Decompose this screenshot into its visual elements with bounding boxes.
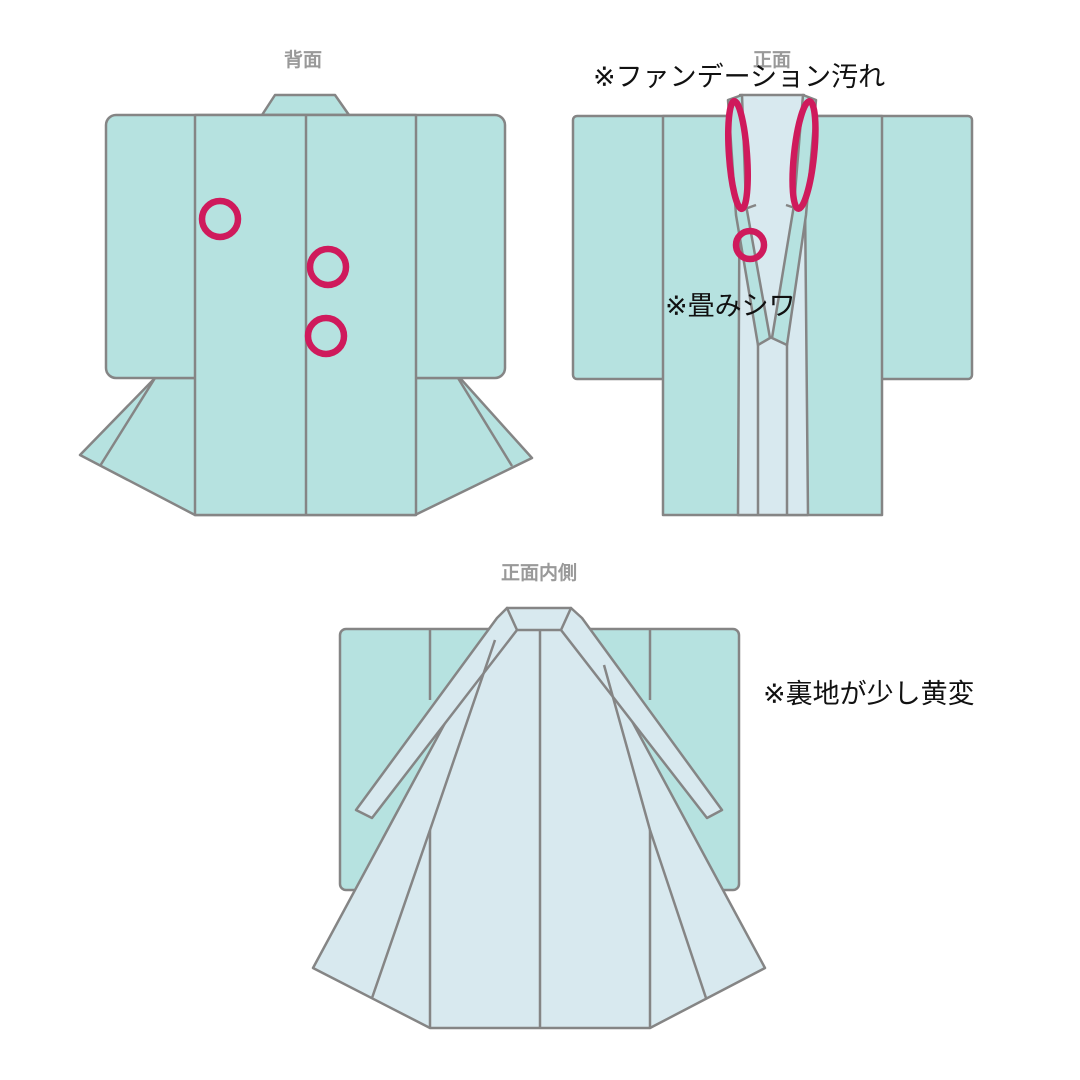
back-stain-marker-1 xyxy=(198,197,242,241)
back-view: 背面 xyxy=(78,48,534,517)
front-wrinkle-marker xyxy=(732,227,768,263)
note-lining-yellowing: ※裏地が少し黄変 xyxy=(763,679,975,710)
back-skirt-seam-left xyxy=(98,377,157,467)
inside-collar-right xyxy=(559,606,724,820)
front-collar-left xyxy=(726,93,772,347)
front-view-title: 正面 xyxy=(753,49,791,71)
back-skirt-seam-right xyxy=(456,377,514,467)
front-stain-marker-right xyxy=(789,98,819,212)
front-stain-marker-left xyxy=(725,97,751,213)
note-foundation-stain: ※ファンデーション汚れ xyxy=(593,62,885,93)
inside-view: 正面内側 xyxy=(311,561,767,1030)
back-collar xyxy=(260,93,351,117)
back-view-title: 背面 xyxy=(284,48,322,71)
inside-collar-left xyxy=(354,606,519,820)
front-inner-lining xyxy=(736,93,810,517)
front-view: 正面 xyxy=(571,49,974,517)
note-fold-wrinkle: ※畳みシワ xyxy=(665,291,796,322)
back-stain-marker-3 xyxy=(304,314,348,358)
back-stain-marker-2 xyxy=(306,245,350,289)
inside-view-title: 正面内側 xyxy=(501,561,577,584)
